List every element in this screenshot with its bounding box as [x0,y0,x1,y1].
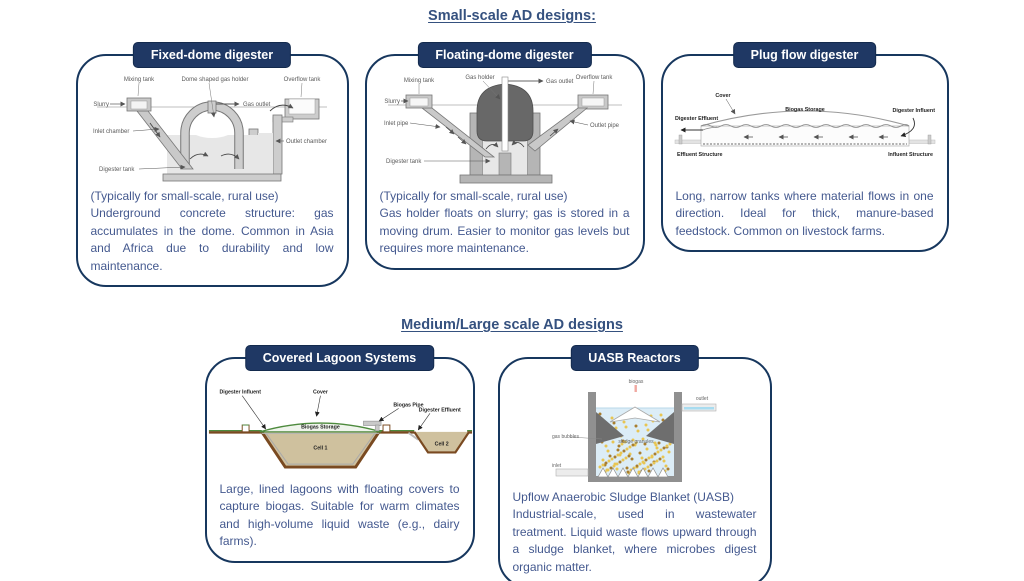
card-title-covered-lagoon: Covered Lagoon Systems [244,344,435,371]
card-title-plug-flow: Plug flow digester [732,42,877,68]
uasb-diagram-svg: biogas outlet gas bubbles sludge granule… [552,379,716,482]
label-gas-bubbles: gas bubbles [552,434,579,440]
covered-lagoon-figure: Digester Influent Cover Biogas Pipe Dige… [207,374,473,478]
card-title-uasb: UASB Reactors [570,344,699,371]
label-digester-influent: Digester Influent [892,108,935,114]
label-outlet: outlet [695,396,708,402]
floating-dome-diagram-svg: Mixing tank Gas holder Gas outlet Overfl… [384,75,622,184]
label-digester-tank: Digester tank [386,159,422,165]
label-gas-outlet: Gas outlet [546,79,574,85]
plug-flow-figure: Cover Biogas Storage Digester Effluent D… [663,71,947,185]
label-outlet-pipe: Outlet pipe [590,123,620,129]
card-description: Gas holder floats on slurry; gas is stor… [379,206,630,256]
card-uasb: UASB Reactors [497,344,772,581]
card-note: (Typically for small-scale, rural use) [90,189,279,203]
card-description: Large, lined lagoons with floating cover… [219,481,460,549]
label-digester-influent: Digester Influent [219,390,261,396]
uasb-shapes [555,384,716,482]
label-overflow-tank: Overflow tank [575,75,613,81]
fixed-dome-shapes [97,82,327,182]
label-cover: Cover [715,93,731,99]
label-slurry: Slurry [384,99,400,105]
medium-large-row: Covered Lagoon Systems [0,344,1000,581]
card-covered-lagoon: Covered Lagoon Systems [204,344,475,563]
label-slurry: Slurry [93,102,109,108]
card-floating-dome: Floating-dome digester [364,42,645,270]
label-digester-effluent: Digester Effluent [418,407,460,413]
small-scale-row: Fixed-dome digester [0,42,1024,287]
label-cover: Cover [312,390,327,396]
fixed-dome-figure: Mixing tank Dome shaped gas holder Gas o… [78,71,347,185]
card-plug-flow: Plug flow digester [660,42,949,253]
section-title-medium-large: Medium/Large scale AD designs [401,316,623,333]
floating-dome-shapes [387,76,622,184]
plug-flow-diagram-svg: Cover Biogas Storage Digester Effluent D… [674,93,935,158]
label-biogas-storage: Biogas Storage [301,424,340,430]
label-cell-1: Cell 1 [313,445,327,451]
label-biogas-pipe: Biogas Pipe [393,402,423,408]
label-effluent-structure: Effluent Structure [677,152,723,158]
covered-lagoon-shapes [208,395,472,469]
card-note: Upflow Anaerobic Sludge Blanket (UASB) [512,489,734,504]
card-description: Long, narrow tanks where material flows … [675,189,934,238]
label-gas-holder: Gas holder [465,75,494,81]
card-fixed-dome: Fixed-dome digester [75,42,349,287]
fixed-dome-diagram-svg: Mixing tank Dome shaped gas holder Gas o… [93,77,327,182]
uasb-figure: biogas outlet gas bubbles sludge granule… [500,374,770,486]
label-cell-2: Cell 2 [434,442,448,448]
plug-flow-shapes [674,98,935,147]
covered-lagoon-diagram-svg: Digester Influent Cover Biogas Pipe Dige… [208,390,472,469]
label-inlet: inlet [552,463,562,469]
label-sludge-granules: sludge granules [618,439,654,445]
label-digester-tank: Digester tank [99,167,135,173]
label-overflow-tank: Overflow tank [284,77,322,83]
card-note: (Typically for small-scale, rural use) [379,189,568,203]
label-mixing-tank: Mixing tank [124,77,155,83]
label-dome-gas-holder: Dome shaped gas holder [181,77,248,83]
label-outlet-chamber: Outlet chamber [286,139,327,145]
label-inlet-pipe: Inlet pipe [384,121,409,127]
label-biogas-storage: Biogas Storage [785,107,825,113]
card-description: Underground concrete structure: gas accu… [90,206,334,273]
card-description: Industrial-scale, used in wastewater tre… [512,507,757,574]
card-title-floating-dome: Floating-dome digester [417,42,592,68]
label-biogas: biogas [628,379,643,385]
card-title-fixed-dome: Fixed-dome digester [132,42,292,68]
label-inlet-chamber: Inlet chamber [93,129,129,135]
label-digester-effluent: Digester Effluent [675,116,718,122]
label-mixing-tank: Mixing tank [403,78,434,84]
label-gas-outlet: Gas outlet [243,102,271,108]
floating-dome-figure: Mixing tank Gas holder Gas outlet Overfl… [367,71,643,185]
tank-bottom-teeth [596,467,669,478]
section-title-small-scale: Small-scale AD designs: [428,8,596,24]
label-influent-structure: Influent Structure [888,152,933,158]
